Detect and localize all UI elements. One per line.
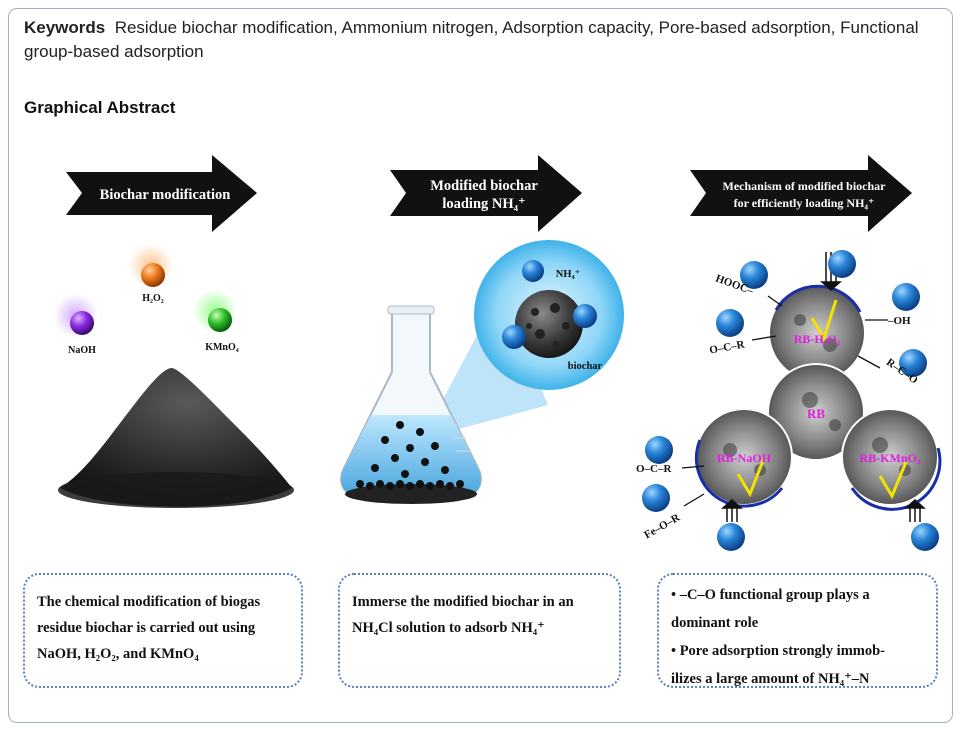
arrow3-label-line1: Mechanism of modified biochar [723,179,887,193]
box3-line: • –C–O functional group plays a [671,587,870,603]
nh4-ion [573,304,597,328]
box2-line: Immerse the modified biochar in an [352,594,574,610]
rb-kmno4-label: RB-KMnO₄ [860,451,921,465]
box3-line: dominant role [671,615,759,631]
arrow2-label-line2: loading NH₄⁺ [442,196,525,212]
h2o2-sphere [141,263,165,287]
kmno4-label: KMnO₄ [205,342,239,353]
nh4-ion [502,325,526,349]
rb-h2o2-label: RB-H₂O₂ [794,332,841,346]
summary-box-modification: The chemical modification of biogas resi… [23,573,303,688]
box1-line: NaOH, H₂O₂, and KMnO₄ [37,646,199,662]
nh4-ion [828,250,856,278]
naoh-label: NaOH [68,345,96,356]
arrow2-label-line1: Modified biochar [430,178,538,194]
h2o2-label: H₂O₂ [142,293,164,304]
rb-naoh-label: RB-NaOH [717,451,772,465]
keywords-line: Keywords Residue biochar modification, A… [24,16,924,64]
biochar-label: biochar [568,361,603,372]
nh4-label: NH₄⁺ [556,269,580,280]
panel1-reagents: NaOH H₂O₂ KMnO₄ [54,244,239,356]
nh4-ion [740,261,768,289]
graphical-abstract-heading: Graphical Abstract [24,98,176,117]
zoom-circle: NH₄⁺ biochar [474,240,624,390]
summary-box-mechanism: • –C–O functional group plays a dominant… [657,573,938,688]
nh4-ion [899,349,927,377]
naoh-sphere [70,311,94,335]
feor-label: Fe–O–R [642,511,683,541]
nh4-ion [892,283,920,311]
summary-box-adsorption: Immerse the modified biochar in an NH₄Cl… [338,573,621,688]
arrow1-label: Biochar modification [100,187,231,203]
nh4-ion [717,523,745,551]
ocr-left-label: O–C–R [636,463,673,475]
erlenmeyer-flask [340,305,482,504]
sem-rb [767,363,865,461]
rb-label: RB [807,406,825,421]
nh4-ion [911,523,939,551]
nh4-ion [645,436,673,464]
nh4-ion [716,309,744,337]
ocr-top-label: O–C–R [708,338,746,356]
box1-line: The chemical modification of biogas [37,594,261,610]
keywords-heading: Keywords [24,18,106,37]
keywords-text: Residue biochar modification, Ammonium n… [24,18,919,61]
arrow-modified-biochar-loading [390,155,582,232]
mechanism-diagram: HOOC– –OH O–C–R R–C–O O–C–R Fe–O–R RB-H₂… [636,250,942,551]
box3-line: ilizes a large amount of NH₄⁺–N [671,671,870,687]
biochar-pile [58,368,294,508]
nh4-ion [522,260,544,282]
box2-line: NH₄Cl solution to adsorb NH₄⁺ [352,620,545,636]
sem-rb-kmno4 [841,408,939,506]
arrow-biochar-modification [66,155,257,232]
oh-label: –OH [887,315,911,327]
box3-line: • Pore adsorption strongly immob- [671,643,885,659]
biochar-particle [515,290,583,358]
box1-line: residue biochar is carried out using [37,620,256,636]
arrow3-label-line2: for efficiently loading NH₄⁺ [734,196,875,210]
kmno4-sphere [208,308,232,332]
arrow-mechanism [690,155,912,232]
nh4-ion [642,484,670,512]
